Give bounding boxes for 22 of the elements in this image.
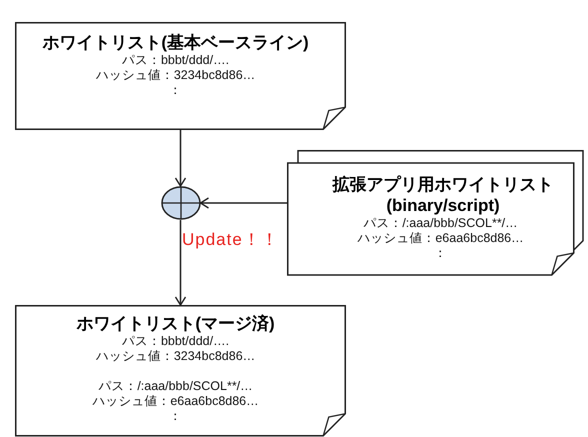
update-note: Update！！: [182, 229, 279, 251]
box-heading: ホワイトリスト(基本ベースライン): [41, 32, 310, 53]
arrow: [174, 130, 186, 187]
merge-circle: [160, 186, 200, 220]
entry-text: ハッシュ値：3234bc8d86…: [94, 68, 256, 83]
ellipsis-mark: ：: [168, 83, 183, 98]
note-box: [15, 22, 346, 130]
entry-text: ハッシュ値：e6aa6bc8d86…: [91, 394, 260, 409]
entry-text: パス：bbbt/ddd/….: [120, 53, 230, 68]
entry-text: パス：/:aaa/bbb/SCOL**/…: [97, 379, 254, 394]
arrow: [200, 197, 287, 209]
entry-text: パス：/:aaa/bbb/SCOL**/…: [362, 216, 519, 231]
note-box: [15, 305, 346, 437]
box-heading: ホワイトリスト(マージ済): [75, 313, 276, 334]
ellipsis-mark: ：: [433, 246, 448, 261]
box-heading: 拡張アプリ用ホワイトリスト(binary/script): [331, 174, 554, 216]
entry-text: ハッシュ値：e6aa6bc8d86…: [356, 231, 525, 246]
ellipsis-mark: ：: [168, 409, 183, 424]
stacked-note: [287, 150, 584, 276]
arrow: [174, 220, 186, 306]
entry-text: パス：bbbt/ddd/….: [120, 334, 230, 349]
entry-text: ハッシュ値：3234bc8d86…: [94, 349, 256, 364]
